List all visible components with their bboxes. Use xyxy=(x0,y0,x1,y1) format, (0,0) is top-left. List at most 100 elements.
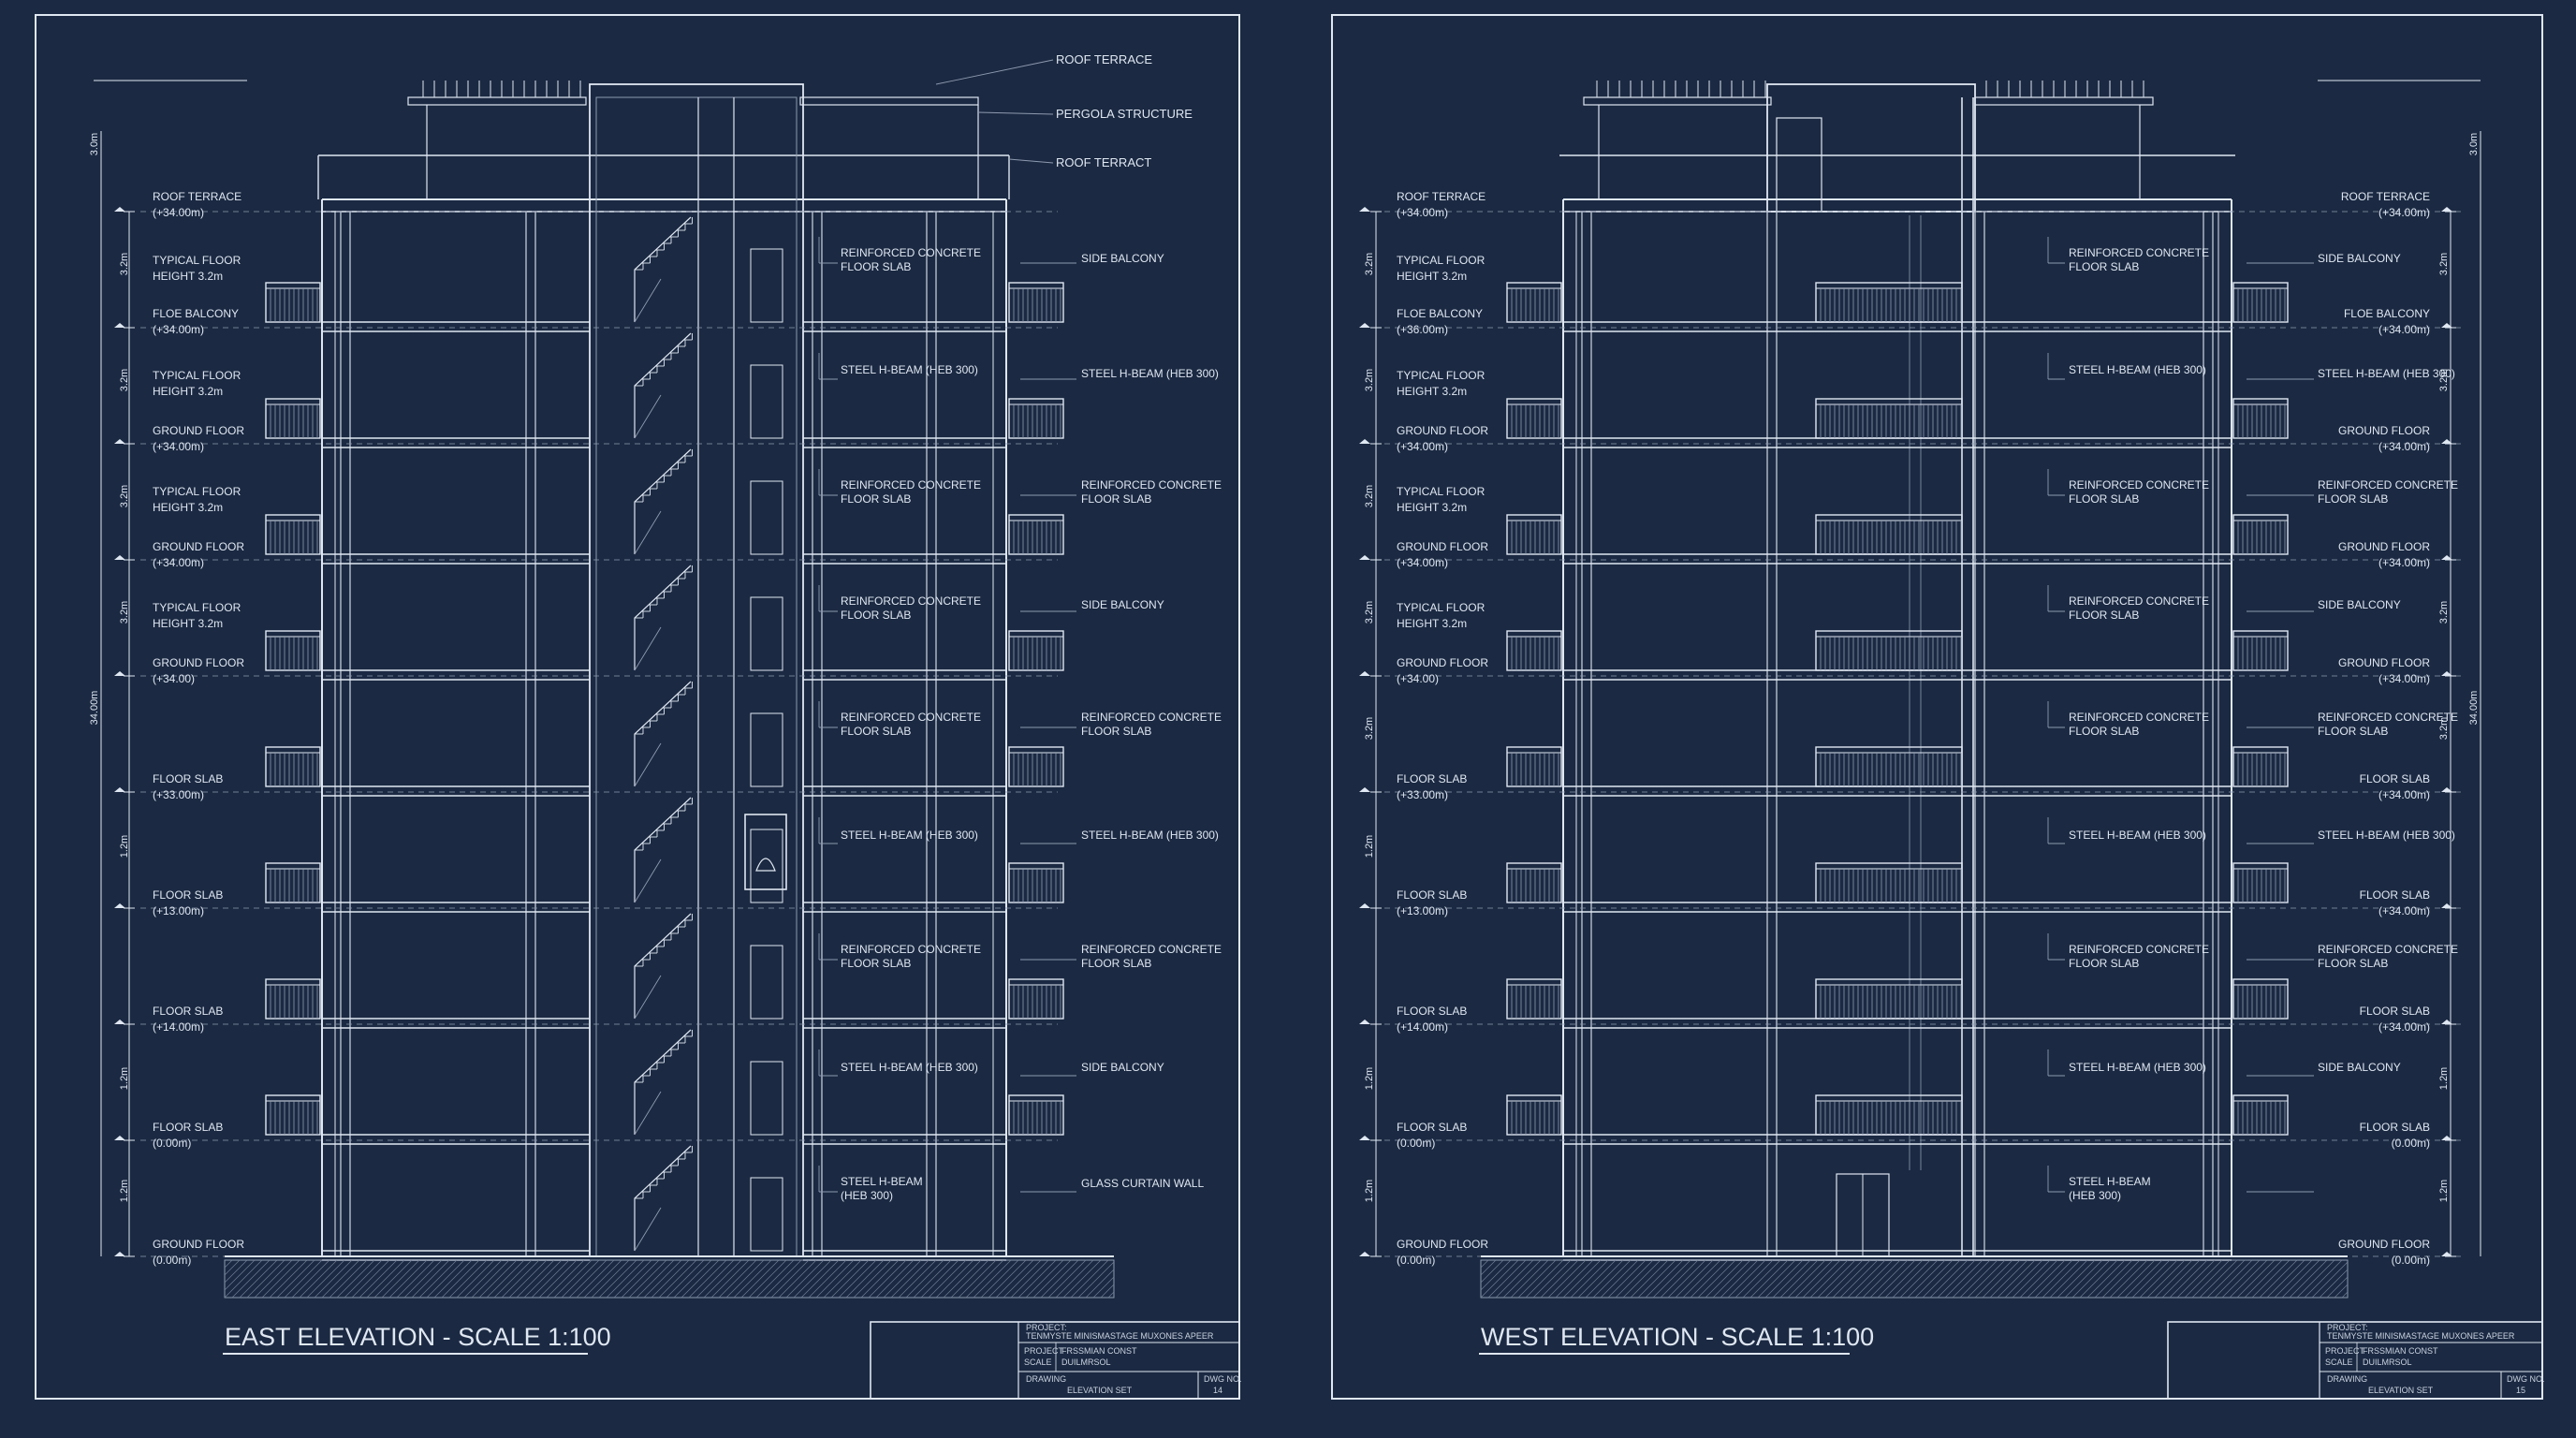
level-value: (+34.00m) xyxy=(2378,904,2430,917)
level-marker xyxy=(2441,1136,2452,1140)
height-value: HEIGHT 3.2m xyxy=(1397,385,1467,398)
hatch-line xyxy=(2124,1259,2163,1299)
dim-label: 3.0m xyxy=(89,133,100,155)
balcony-frame xyxy=(1815,862,1963,903)
lift-cab-icon xyxy=(755,858,776,872)
hatch-line xyxy=(815,1259,855,1299)
hatch-line xyxy=(1899,1259,1939,1299)
balcony xyxy=(1008,630,1064,671)
level-label: ROOF TERRACE xyxy=(2341,190,2430,203)
ground-hatch xyxy=(1480,1259,2349,1299)
hatch-line xyxy=(1892,1259,1931,1299)
callout-roof-terrace: ROOF TERRACE xyxy=(1056,52,1152,66)
tb-dwg-label: DWG NO. xyxy=(2507,1374,2545,1384)
hatch-line xyxy=(2034,1259,2073,1299)
hatch-line xyxy=(2146,1259,2186,1299)
hatch-line xyxy=(269,1259,308,1299)
balcony xyxy=(2232,862,2289,903)
balcony-frame xyxy=(1008,746,1064,787)
level-label: GROUND FLOOR xyxy=(153,656,244,669)
level-marker xyxy=(1359,787,1370,792)
inner-label: REINFORCED CONCRETE xyxy=(841,594,981,608)
level-label: FLOOR SLAB xyxy=(153,888,223,902)
balcony-frame xyxy=(1506,282,1562,323)
hatch-line xyxy=(2012,1259,2051,1299)
hatch-line xyxy=(1652,1259,1691,1299)
hatch-line xyxy=(553,1259,593,1299)
hatch-line xyxy=(2236,1259,2276,1299)
hatch-line xyxy=(681,1259,720,1299)
inner-label: STEEL H-BEAM xyxy=(2069,1175,2151,1188)
hatch-line xyxy=(1585,1259,1624,1299)
balcony-frame xyxy=(1506,862,1562,903)
level-marker xyxy=(114,903,125,908)
hatch-line xyxy=(1660,1259,1699,1299)
balcony xyxy=(1008,282,1064,323)
dim-label: 3.2m xyxy=(2438,253,2450,275)
hatch-line xyxy=(935,1259,974,1299)
hatch-line xyxy=(1727,1259,1766,1299)
right-label: STEEL H-BEAM (HEB 300) xyxy=(1081,367,1219,380)
hatch-line xyxy=(800,1259,840,1299)
hatch-line xyxy=(1032,1259,1072,1299)
hatch-line xyxy=(718,1259,757,1299)
hatch-line xyxy=(1997,1259,2036,1299)
inner-label: FLOOR SLAB xyxy=(2069,725,2139,738)
hatch-line xyxy=(2109,1259,2148,1299)
dim-label: 1.2m xyxy=(119,835,130,858)
hatch-line xyxy=(246,1259,285,1299)
tb-row2-value: FRSSMIAN CONST xyxy=(1061,1346,1137,1356)
level-value: (+34.00m) xyxy=(2378,206,2430,219)
hatch-line xyxy=(478,1259,518,1299)
balcony xyxy=(1008,978,1064,1020)
hatch-line xyxy=(621,1259,660,1299)
right-label: SIDE BALCONY xyxy=(2318,252,2401,265)
lift-door xyxy=(750,480,783,555)
balcony-frame xyxy=(2232,978,2289,1020)
level-label: FLOE BALCONY xyxy=(1397,307,1483,320)
level-value: (+14.00m) xyxy=(1397,1020,1448,1034)
level-label: GROUND FLOOR xyxy=(2338,424,2430,437)
hatch-line xyxy=(2281,1259,2320,1299)
hatch-line xyxy=(568,1259,607,1299)
balcony xyxy=(1815,398,1963,439)
hatch-line xyxy=(838,1259,877,1299)
level-value: (+34.00m) xyxy=(153,440,204,453)
hatch-line xyxy=(508,1259,548,1299)
inner-label: FLOOR SLAB xyxy=(2069,260,2139,273)
stair-lower xyxy=(634,278,662,323)
hatch-line xyxy=(658,1259,697,1299)
right-label: SIDE BALCONY xyxy=(2318,598,2401,611)
hatch-line xyxy=(2131,1259,2171,1299)
balcony xyxy=(1815,282,1963,323)
level-label: FLOOR SLAB xyxy=(1397,1121,1467,1134)
balcony xyxy=(2232,978,2289,1020)
balcony xyxy=(1815,514,1963,555)
level-label: GROUND FLOOR xyxy=(153,1238,244,1251)
level-marker xyxy=(1359,207,1370,212)
balcony-frame xyxy=(2232,398,2289,439)
level-value: (+34.00m) xyxy=(153,323,204,336)
level-value: (+34.00m) xyxy=(2378,556,2430,569)
level-marker xyxy=(114,1020,125,1024)
hatch-line xyxy=(1929,1259,1969,1299)
level-label: FLOOR SLAB xyxy=(1397,888,1467,902)
height-value: HEIGHT 3.2m xyxy=(153,385,223,398)
tb-project-label: PROJECT: xyxy=(2327,1323,2368,1332)
hatch-line xyxy=(666,1259,705,1299)
hatch-line xyxy=(299,1259,338,1299)
hatch-line xyxy=(1570,1259,1609,1299)
level-value: (+34.00m) xyxy=(1397,440,1448,453)
hatch-line xyxy=(2161,1259,2201,1299)
hatch-line xyxy=(1989,1259,2028,1299)
ground-band xyxy=(1480,1259,2349,1299)
balcony-frame xyxy=(2232,630,2289,671)
right-label: FLOOR SLAB xyxy=(1081,957,1151,970)
balcony xyxy=(265,746,321,787)
tb-project-label: PROJECT: xyxy=(1026,1323,1067,1332)
east-building-drawing xyxy=(94,59,1115,1299)
hatch-line xyxy=(995,1259,1034,1299)
level-label: GROUND FLOOR xyxy=(2338,1238,2430,1251)
balcony xyxy=(2232,1094,2289,1136)
hatch-line xyxy=(1697,1259,1736,1299)
